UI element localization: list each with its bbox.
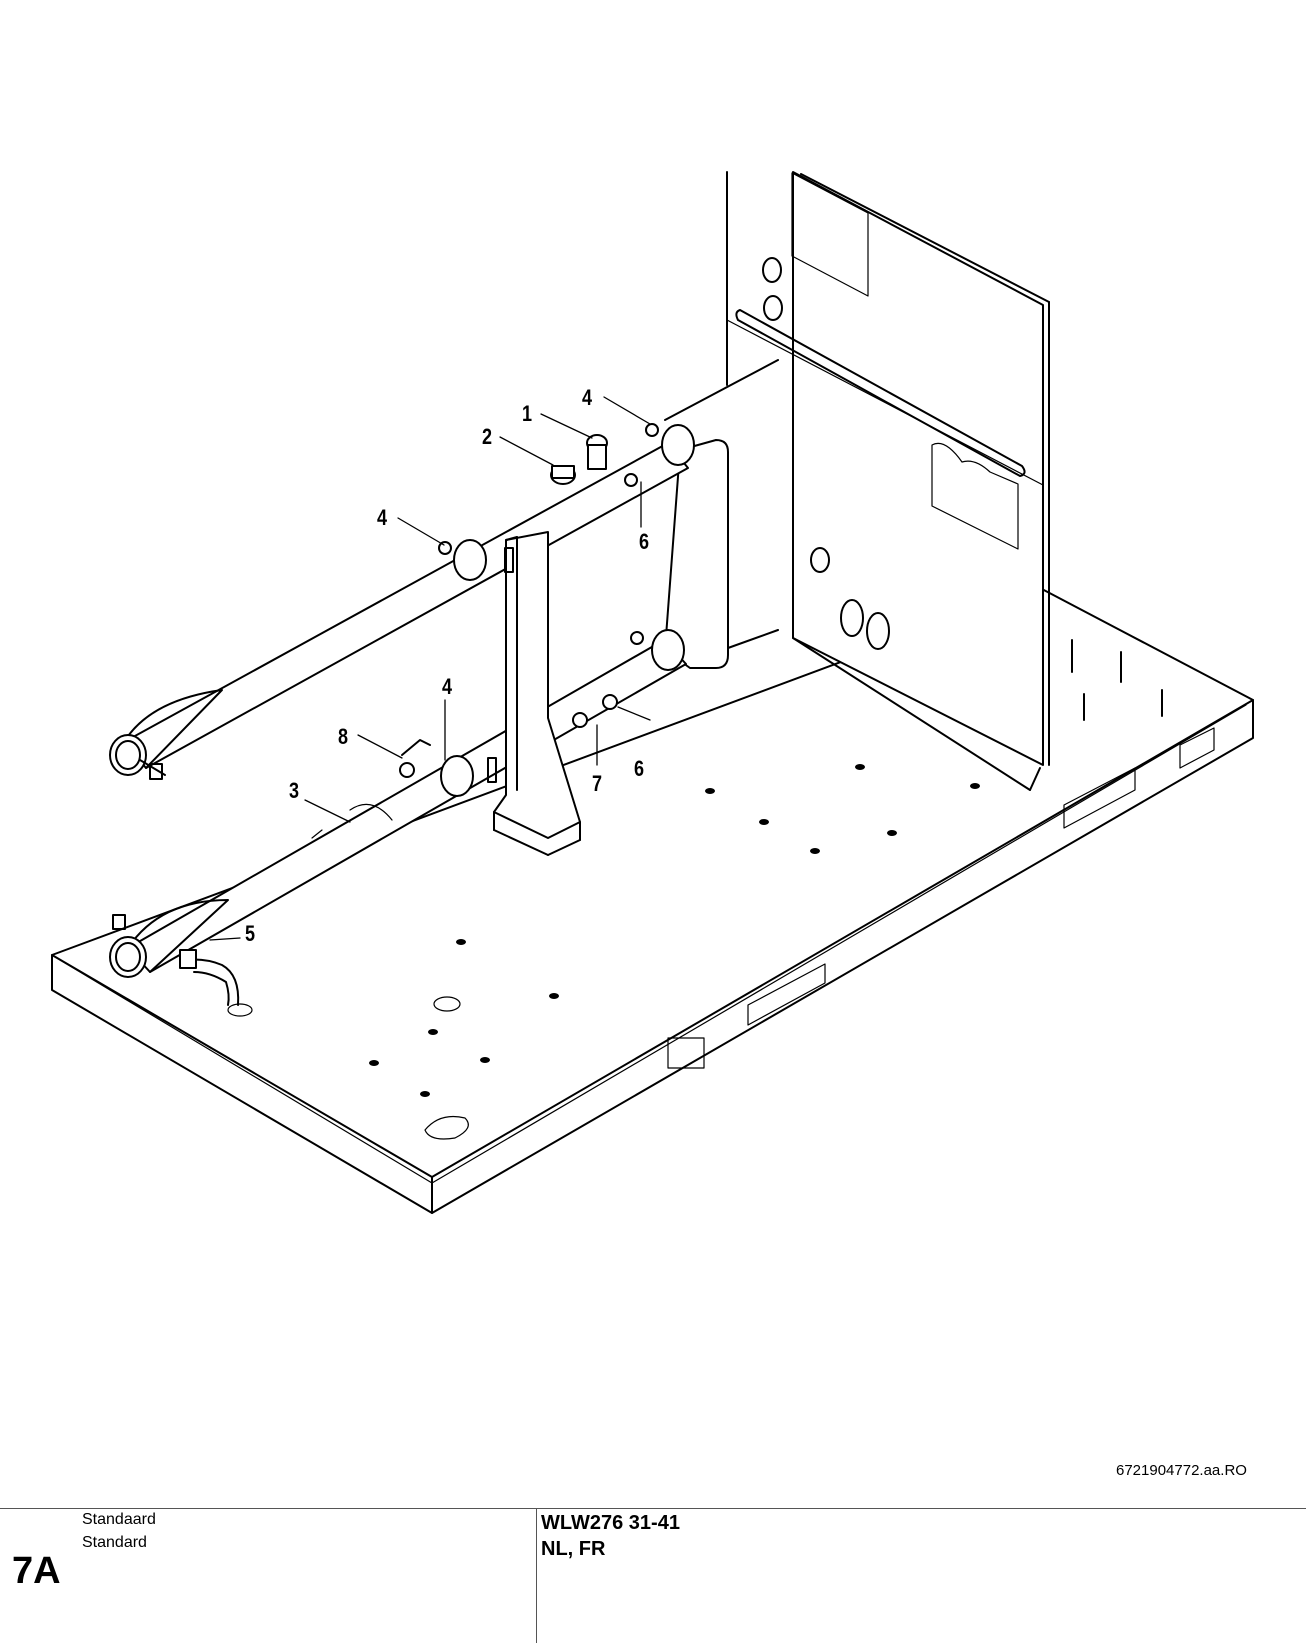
language-codes: NL, FR [541, 1538, 606, 1560]
callout-5: 5 [245, 921, 256, 946]
callout-6-upper: 6 [639, 529, 650, 554]
variant-label-fr: Standard [82, 1534, 147, 1551]
callout-8: 8 [338, 724, 349, 749]
callout-4-left: 4 [377, 505, 388, 530]
page-code: 7A [12, 1550, 61, 1592]
callout-7: 7 [592, 771, 603, 796]
manifold-block [664, 359, 779, 669]
callout-4-top: 4 [582, 385, 593, 410]
title-block-top-rule [0, 1508, 1306, 1509]
callout-3: 3 [289, 778, 300, 803]
support-bracket [487, 531, 581, 856]
title-block: Standaard Standard 7A WLW276 31-41 NL, F… [0, 1508, 1306, 1643]
leader-lines [209, 396, 651, 941]
model-number: WLW276 31-41 [541, 1512, 680, 1534]
title-block-divider [536, 1508, 537, 1643]
upper-pipe [109, 423, 695, 780]
back-panel [726, 171, 1050, 791]
callout-6-lower: 6 [634, 756, 645, 781]
callout-4-lower: 4 [442, 674, 453, 699]
callout-1: 1 [522, 401, 533, 426]
base-plate [51, 587, 1254, 1214]
exploded-parts-drawing [51, 171, 1254, 1214]
callout-2: 2 [482, 424, 493, 449]
drawing-reference-code: 6721904772.aa.RO [1116, 1462, 1247, 1479]
variant-label-nl: Standaard [82, 1511, 156, 1528]
